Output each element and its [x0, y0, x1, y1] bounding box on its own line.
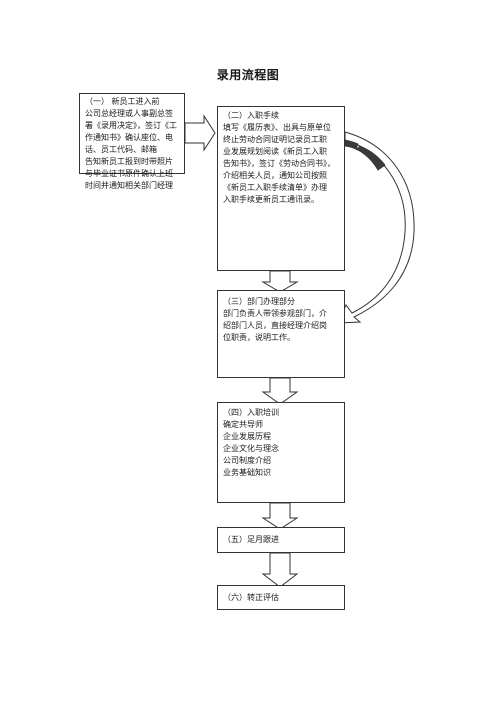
page-title: 录用流程图	[216, 68, 280, 82]
step-4-text-line: （四）入职培训	[223, 408, 279, 417]
step-2-text-line: 介绍相关人员，通知公司按照	[223, 171, 327, 180]
step-4-text-line: 公司制度介绍	[223, 456, 271, 465]
step-3-text-line: 部门负责人带领参观部门，介	[223, 309, 327, 318]
arrow-step1-to-step2	[184, 114, 216, 152]
step-1-text-line: 公司总经理或人事副总签	[85, 109, 173, 118]
arrow-step3-to-step4	[261, 377, 299, 405]
step-2-text-line: 《新员工入职手续清单》办理	[223, 183, 327, 192]
step-2-text-line: 业发展规划阅读《新员工入职	[223, 147, 327, 156]
step-6-box: （六）转正评估	[217, 585, 345, 610]
arrow-step5-to-step6	[261, 552, 299, 588]
step-4-text-line: 企业发展历程	[223, 432, 271, 441]
step-4-text-line: 业务基础知识	[223, 468, 271, 477]
step-3-text-line: （三）部门办理部分	[223, 297, 295, 306]
curved-arrow-step2-to-step3	[337, 131, 415, 324]
step-1-text-line: 告知新员工报到时带照片	[85, 157, 173, 166]
step-1-text-line: 与毕业证书原件确认上班	[85, 169, 173, 178]
step-1-box: （一） 新员工进入前公司总经理或人事副总签署《录用决定》，签订《工作通知书》确认…	[79, 93, 185, 190]
step-1-text-line: 话、员工代码、邮箱	[85, 145, 157, 154]
step-2-text-line: 入职手续更新员工通讯录。	[223, 195, 319, 204]
step-3-box: （三）部门办理部分部门负责人带领参观部门，介绍部门人员，直接经理介绍岗位职责，说…	[217, 290, 345, 378]
step-2-text-line: （二）入职手续	[223, 111, 279, 120]
step-2-text-line: 终止劳动合同证明记录员工职	[223, 135, 327, 144]
step-3-text-line: 位职责，说明工作。	[223, 333, 295, 342]
step-4-text-line: 确定共导师	[223, 420, 263, 429]
step-6-text-line: （六）转正评估	[223, 593, 279, 602]
arrow-step4-to-step5	[261, 502, 299, 530]
step-1-text-line: （一） 新员工进入前	[85, 97, 160, 106]
step-5-text-line: （五）足月跟进	[223, 535, 279, 544]
step-2-text-line: 填写《履历表》、出具与原单位	[223, 123, 331, 132]
step-1-text-line: 作通知书》确认座位、电	[85, 133, 173, 142]
step-2-text-line: 告知书》，签订《劳动合同书》，	[223, 159, 335, 168]
step-4-text-line: 企业文化与理念	[223, 444, 279, 453]
step-1-text-line: 署《录用决定》，签订《工	[85, 121, 177, 130]
step-5-box: （五）足月跟进	[217, 527, 345, 553]
step-4-box: （四）入职培训确定共导师企业发展历程企业文化与理念公司制度介绍业务基础知识	[217, 402, 345, 503]
step-3-text-line: 绍部门人员，直接经理介绍岗	[223, 321, 327, 330]
arrow-step2-to-step3	[261, 270, 299, 293]
step-1-text-line: 时间并通知相关部门经理	[85, 181, 173, 190]
step-2-box: （二）入职手续填写《履历表》、出具与原单位终止劳动合同证明记录员工职业发展规划阅…	[217, 106, 345, 271]
